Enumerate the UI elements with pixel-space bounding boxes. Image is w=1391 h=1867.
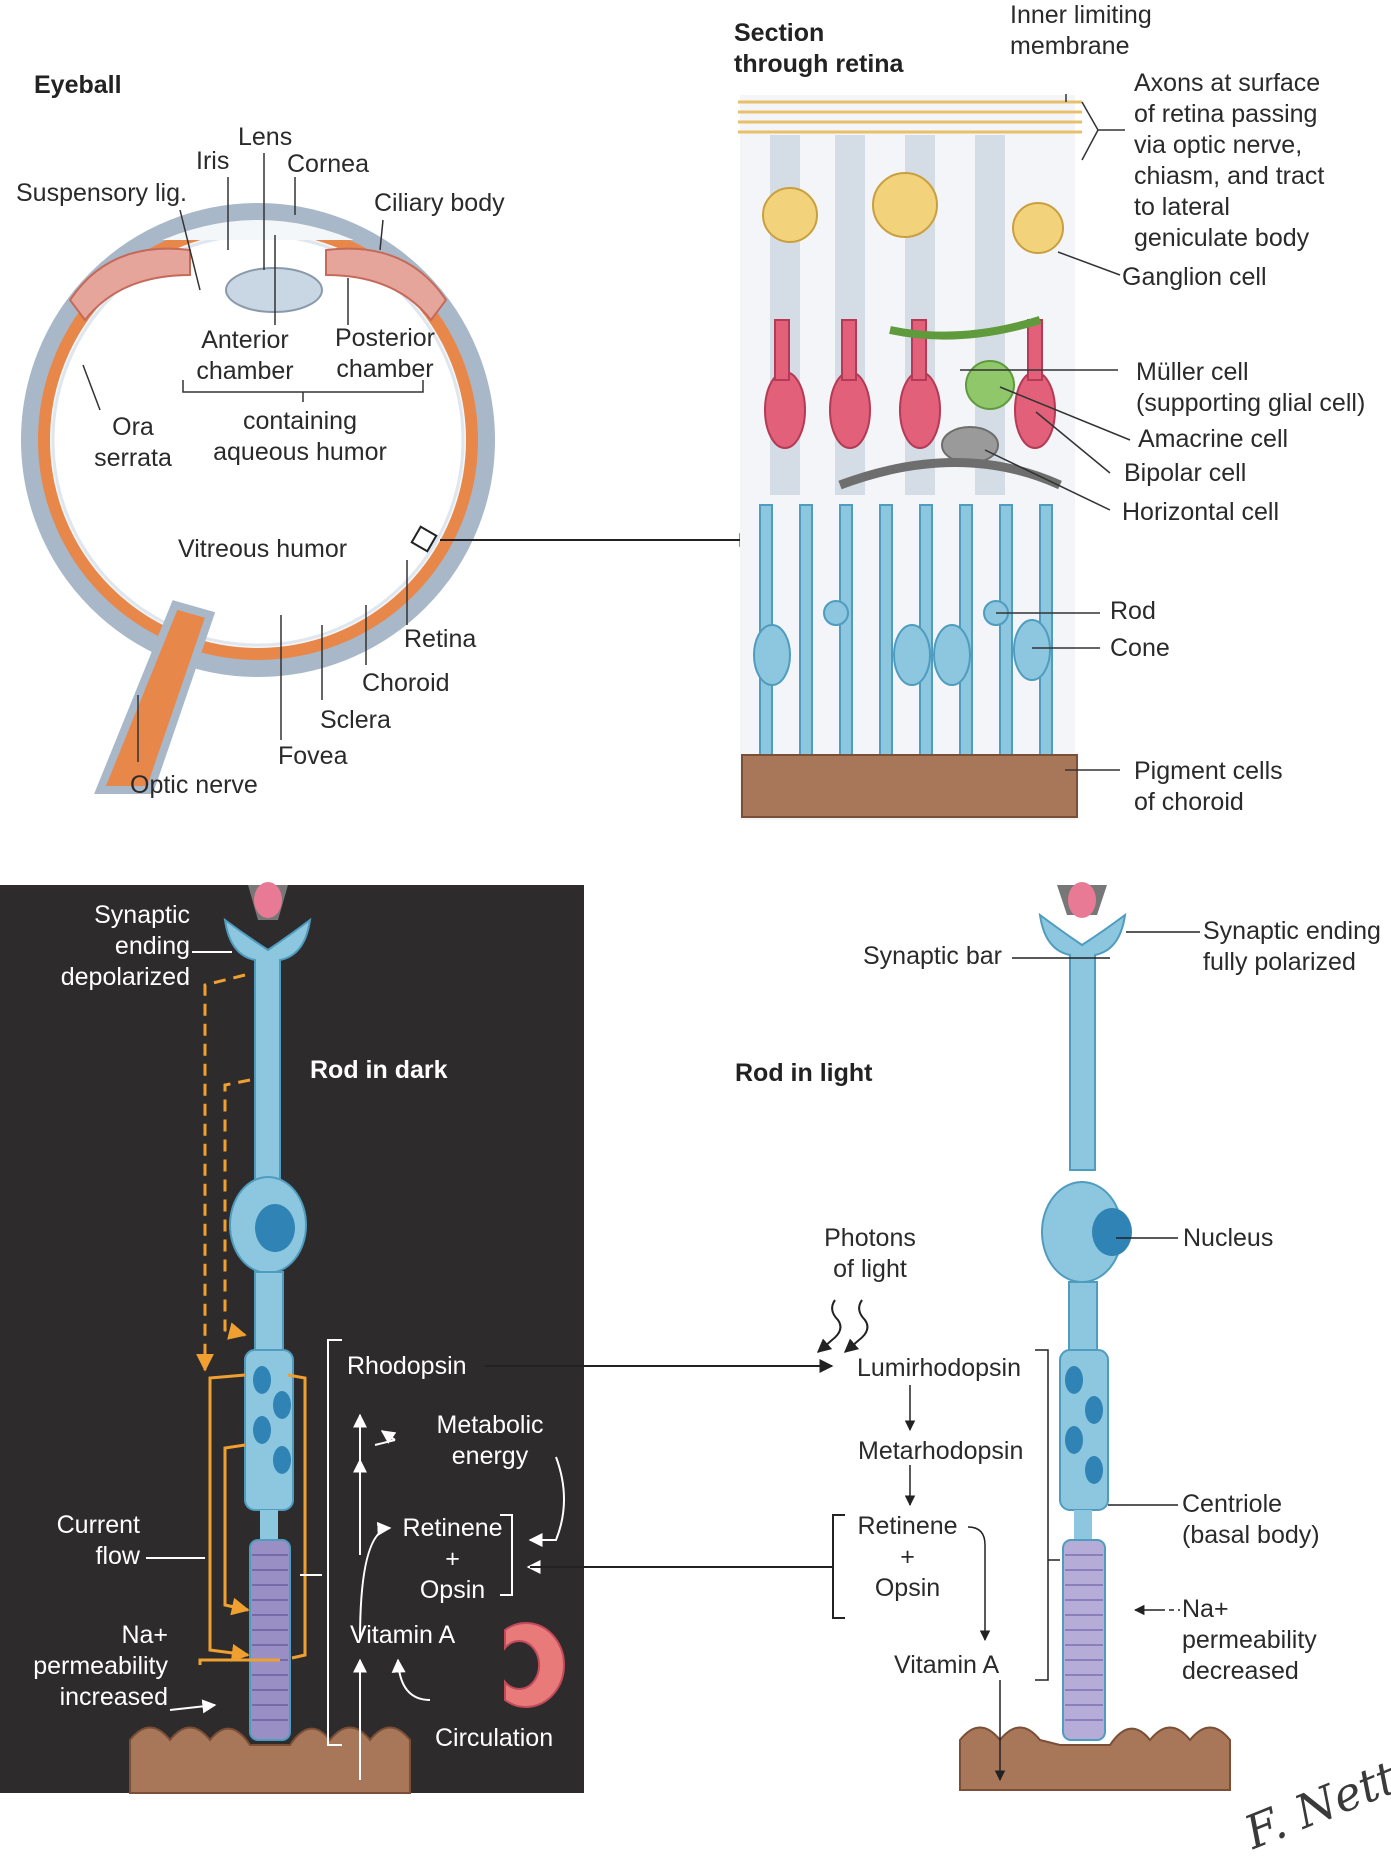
label-nucleus: Nucleus: [1183, 1224, 1274, 1252]
label-horizontal-cell: Horizontal cell: [1122, 498, 1280, 526]
label-synaptic-bar: Synaptic bar: [863, 942, 1002, 970]
rod-in-dark: [129, 882, 832, 1794]
label-retina: Retina: [404, 625, 477, 653]
label-lumirhodopsin: Lumirhodopsin: [857, 1354, 1021, 1382]
label-inner-limiting-membrane: Inner limiting membrane: [1010, 1, 1152, 60]
label-photons-of-light: Photons of light: [824, 1224, 916, 1283]
optic-nerve-shape: [94, 600, 216, 794]
rod-light-title: Rod in light: [735, 1059, 873, 1087]
label-synaptic-depolarized: Synaptic ending depolarized: [60, 901, 190, 991]
label-muller-cell: Müller cell (supporting glial cell): [1136, 358, 1366, 417]
label-na-increased: Na+ permeability increased: [33, 1621, 168, 1711]
label-amacrine-cell: Amacrine cell: [1138, 425, 1289, 453]
label-vitreous-humor: Vitreous humor: [178, 535, 348, 563]
label-current-flow: Current flow: [56, 1511, 140, 1570]
label-anterior-chamber: Anterior chamber: [196, 326, 294, 385]
label-ciliary-body: Ciliary body: [374, 189, 505, 217]
label-ganglion-cell: Ganglion cell: [1122, 263, 1267, 291]
label-optic-nerve: Optic nerve: [130, 771, 258, 799]
label-na-decreased: Na+ permeability decreased: [1182, 1595, 1317, 1685]
label-centriole: Centriole (basal body): [1182, 1490, 1320, 1549]
eyeball-title: Eyeball: [34, 71, 122, 99]
label-axons: Axons at surface of retina passing via o…: [1134, 69, 1325, 252]
label-dark-vitamin-a: Vitamin A: [350, 1621, 456, 1649]
rod-in-dark-panel: [0, 885, 584, 1793]
lens-shape: [225, 267, 323, 313]
circulation-vessel: [504, 1622, 566, 1708]
label-fovea: Fovea: [278, 742, 348, 770]
label-cornea: Cornea: [287, 150, 369, 178]
retina-section-diagram: [738, 94, 1131, 820]
label-rod: Rod: [1110, 597, 1156, 625]
label-pigment-cells: Pigment cells of choroid: [1134, 757, 1283, 816]
rod-dark-title: Rod in dark: [310, 1056, 448, 1084]
label-suspensory-lig: Suspensory lig.: [16, 179, 187, 207]
label-cone: Cone: [1110, 634, 1170, 662]
label-circulation: Circulation: [435, 1724, 554, 1752]
label-synaptic-polarized: Synaptic ending fully polarized: [1203, 917, 1381, 976]
label-ora-serrata: Ora serrata: [94, 413, 172, 472]
label-light-vitamin-a: Vitamin A: [894, 1651, 1000, 1679]
label-rhodopsin: Rhodopsin: [347, 1352, 467, 1380]
label-aqueous-humor: containing aqueous humor: [213, 407, 387, 466]
label-iris: Iris: [196, 147, 230, 175]
label-metarhodopsin: Metarhodopsin: [858, 1437, 1024, 1465]
rod-in-light: [816, 882, 1231, 1791]
label-sclera: Sclera: [320, 706, 391, 734]
label-light-retinene-opsin: Retinene + Opsin: [857, 1512, 958, 1602]
retina-section-title: Section through retina: [734, 19, 904, 78]
label-lens: Lens: [238, 123, 293, 151]
label-dark-retinene-opsin: Retinene + Opsin: [402, 1514, 503, 1604]
label-metabolic-energy: Metabolic energy: [436, 1411, 544, 1470]
eyeball-diagram: [21, 153, 754, 794]
label-bipolar-cell: Bipolar cell: [1124, 459, 1247, 487]
label-choroid: Choroid: [362, 669, 450, 697]
ciliary-right: [325, 247, 448, 322]
label-posterior-chamber: Posterior chamber: [334, 324, 436, 383]
ciliary-left: [68, 247, 191, 322]
